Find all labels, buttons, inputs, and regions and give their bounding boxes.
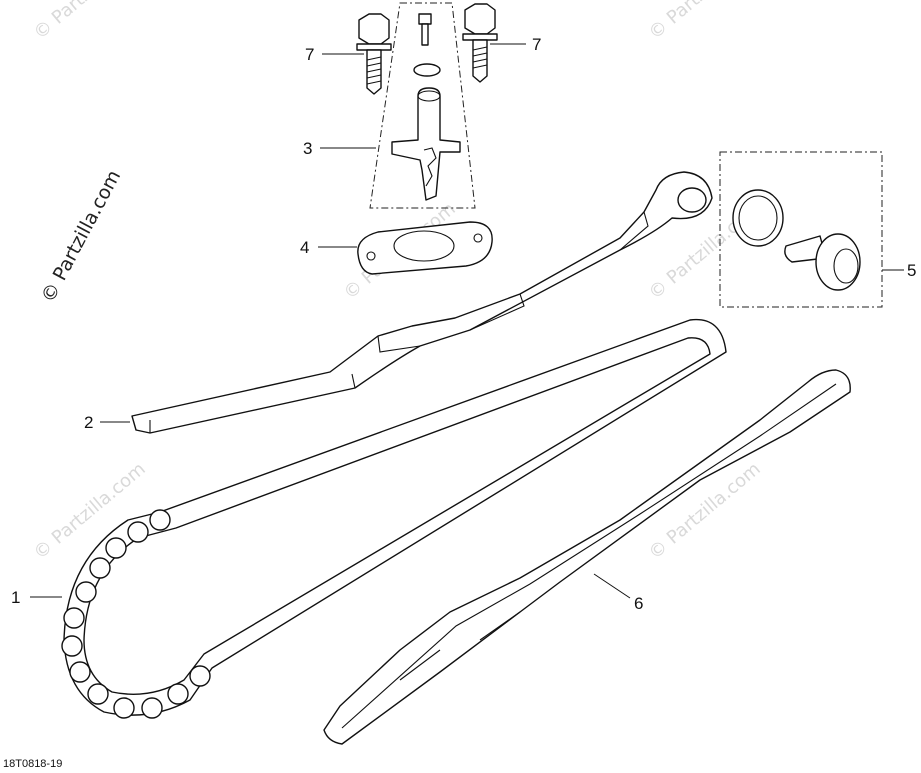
gasket-plate <box>357 221 493 275</box>
tensioner-group-boundary <box>369 2 476 209</box>
chain-link <box>189 665 211 687</box>
callout-7-left: 7 <box>305 45 364 64</box>
bolt-right-head <box>464 3 496 35</box>
bolt-left-thread <box>366 56 382 85</box>
chain-link <box>167 683 189 705</box>
callout-3: 3 <box>303 139 376 158</box>
callout-7-right: 7 <box>490 35 541 54</box>
chain-slider <box>323 369 851 745</box>
chain-loop-inner <box>83 337 711 695</box>
chain-slider-edge <box>341 383 837 729</box>
small-bolt-head <box>418 13 432 25</box>
callout-1: 1 <box>11 588 62 607</box>
bolt-left <box>356 13 392 95</box>
chain-link <box>105 537 127 559</box>
chain-guide <box>131 171 713 434</box>
bolt-left-head <box>358 13 390 45</box>
callout-number: 2 <box>84 413 93 432</box>
tensioner-top <box>417 90 441 102</box>
bolt-right <box>462 3 498 83</box>
watermark-faint: © Partzilla.com <box>645 0 765 44</box>
plug-cap <box>815 233 861 291</box>
callout-leader <box>593 573 631 599</box>
plug-group <box>719 151 883 308</box>
tensioner-o-ring <box>413 63 441 77</box>
small-bolt-shank <box>421 23 429 46</box>
callout-5: 5 <box>882 261 916 280</box>
callout-number: 7 <box>532 35 541 54</box>
callout-2: 2 <box>84 413 130 432</box>
gasket-bolt-hole-left <box>366 251 376 261</box>
gasket-bore <box>393 230 455 262</box>
tensioner-group <box>369 2 476 209</box>
callout-number: 5 <box>907 261 916 280</box>
timing-chain <box>61 318 727 719</box>
chain-links <box>61 509 211 719</box>
bolt-left-flange <box>356 43 392 51</box>
chain-link <box>75 581 97 603</box>
chain-link <box>113 697 135 719</box>
chain-link <box>69 661 91 683</box>
callout-number: 4 <box>300 238 309 257</box>
chain-guide-body <box>131 171 713 434</box>
bolt-right-flange <box>462 33 498 41</box>
plug-group-boundary <box>719 151 883 308</box>
gasket-bolt-hole-right <box>473 233 483 243</box>
callout-4: 4 <box>300 238 357 257</box>
watermark-faint: © Partzilla.com <box>30 0 150 44</box>
plug-o-ring-inner <box>738 195 778 241</box>
chain-guide-pivot <box>677 187 707 213</box>
chain-link <box>63 607 85 629</box>
plug-cap-face <box>833 248 859 284</box>
partzilla-watermark: © Partzilla.com <box>37 167 125 307</box>
gasket <box>357 221 493 275</box>
chain-guide-edge <box>149 211 649 433</box>
chain-link <box>87 683 109 705</box>
chain-link <box>141 697 163 719</box>
callout-number: 3 <box>303 139 312 158</box>
callout-number: 1 <box>11 588 20 607</box>
callout-6: 6 <box>593 573 643 613</box>
diagram-code: 18T0818-19 <box>3 758 62 770</box>
tensioner-body <box>391 87 461 201</box>
callout-number: 7 <box>305 45 314 64</box>
chain-link <box>149 509 171 531</box>
bolt-right-thread <box>472 46 488 69</box>
chain-link <box>89 557 111 579</box>
tensioner-ratchet <box>423 147 437 187</box>
chain-link <box>127 521 149 543</box>
chain-link <box>61 635 83 657</box>
callout-number: 6 <box>634 594 643 613</box>
plug-o-ring-outer <box>732 189 784 247</box>
